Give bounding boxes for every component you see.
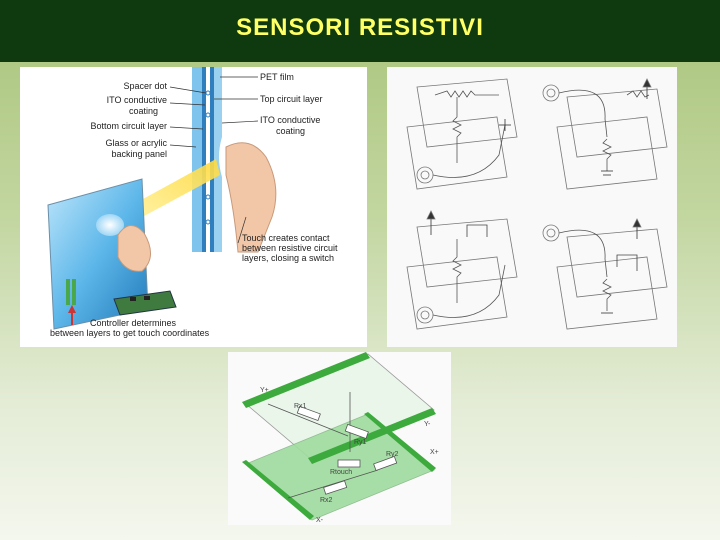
structure-illustration: Spacer dot ITO conductive coating Bottom… [47,67,338,338]
circuit-sketch-1 [406,78,518,190]
y-plus-electrode [242,352,370,408]
controller-board [113,290,177,316]
label-ito-coating: ITO conductive [107,95,167,105]
resistor-rx2 [323,480,348,495]
label-ry2: Ry2 [386,451,399,458]
glass-layer [192,67,202,252]
resistor-ry2 [373,455,398,472]
label-x-minus: X- [316,517,324,524]
spacer-dot [205,90,211,96]
four-wire-model-diagram: Y+ Y- X+ X- Rx1 Ry1 Rtouch Ry2 Rx2 [228,352,451,525]
label-glass-2: backing panel [111,149,167,159]
label-y-minus: Y- [424,421,431,428]
four-wire-model: Y+ Y- X+ X- Rx1 Ry1 Rtouch Ry2 Rx2 [242,352,439,524]
circuit-sketch-3 [406,210,518,330]
label-bottom-layer: Bottom circuit layer [90,121,167,131]
title-bar [0,0,720,62]
resistor-ry1 [344,423,369,440]
label-ito-right-2: coating [276,126,305,136]
label-ito-right: ITO conductive [260,115,320,125]
label-ito-coating-2: coating [129,106,158,116]
resistor-rtouch [337,459,361,468]
label-ry1: Ry1 [354,439,367,446]
y-minus-electrode [308,408,436,464]
circuit-sketch-4 [542,218,668,330]
label-spacer-dot: Spacer dot [123,81,167,91]
label-y-plus: Y+ [260,387,269,394]
pet-film-layer [214,67,222,252]
finger-illustration [225,142,277,253]
label-touch: Touch creates contact [242,233,330,243]
circuit-sketch-2 [542,78,668,190]
label-glass: Glass or acrylic [105,138,167,148]
label-top-layer: Top circuit layer [260,94,323,104]
label-pet-film: PET film [260,72,294,82]
x-minus-electrode [242,460,314,520]
resistor-rx1 [296,405,321,422]
circuit-sketches [406,78,668,330]
label-rtouch: Rtouch [330,469,352,476]
label-touch-3: layers, closing a switch [242,253,334,263]
label-x-plus: X+ [430,449,439,456]
x-plus-electrode [364,412,436,472]
label-controller-2: between layers to get touch coordinates [50,328,210,338]
slide-title: SENSORI RESISTIVI [236,14,484,41]
label-rx2: Rx2 [320,497,333,504]
label-rx1: Rx1 [294,403,307,410]
circuit-sketches-panel [387,67,677,347]
label-touch-2: between resistive circuit [242,243,338,253]
label-controller: Controller determines [90,318,177,328]
touchscreen-structure-diagram: Spacer dot ITO conductive coating Bottom… [20,67,367,347]
